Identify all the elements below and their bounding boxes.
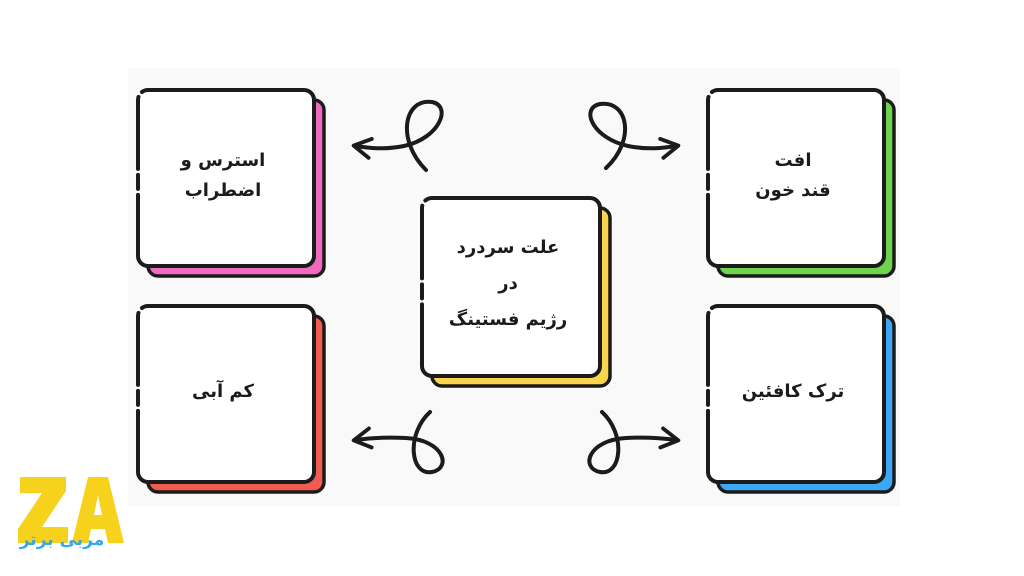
card-stress-label: استرس و اضطراب [136, 88, 310, 264]
card-stress-line-2: اضطراب [184, 180, 262, 201]
card-center-line-1: علت سردرد [456, 237, 560, 258]
card-dehydration-label: کم آبی [136, 304, 310, 480]
card-center-line-2: در [498, 273, 518, 294]
card-blood-sugar-shape [706, 88, 896, 278]
card-center-line-3: رژیم فستینگ [448, 309, 568, 330]
brand-logo-subtitle: مربی برتر [19, 530, 105, 550]
card-center-label: علت سردرد در رژیم فستینگ [420, 196, 596, 372]
arrow-to-blood-sugar [588, 101, 681, 170]
arrow-to-caffeine [587, 410, 681, 475]
card-blood-sugar: افت قند خون [706, 88, 898, 280]
arrow-to-dehydration [351, 410, 445, 475]
card-blood-sugar-line-2: قند خون [755, 180, 831, 201]
card-center-shape [420, 196, 612, 388]
card-dehydration-line-1: کم آبی [192, 381, 254, 402]
card-stress-shape [136, 88, 326, 278]
card-caffeine: ترک کافئین [706, 304, 898, 496]
card-dehydration-shape [136, 304, 326, 494]
arrow-to-stress [351, 99, 444, 172]
card-blood-sugar-line-1: افت [774, 150, 812, 171]
card-caffeine-line-1: ترک کافئین [741, 381, 845, 402]
card-dehydration: کم آبی [136, 304, 328, 496]
card-stress: استرس و اضطراب [136, 88, 328, 280]
logo-letter-a [72, 477, 124, 543]
card-blood-sugar-label: افت قند خون [706, 88, 880, 264]
card-caffeine-label: ترک کافئین [706, 304, 880, 480]
card-caffeine-shape [706, 304, 896, 494]
card-stress-line-1: استرس و [180, 150, 266, 171]
card-center: علت سردرد در رژیم فستینگ [420, 196, 614, 390]
logo-letter-z [18, 477, 68, 543]
brand-logo [18, 477, 124, 543]
